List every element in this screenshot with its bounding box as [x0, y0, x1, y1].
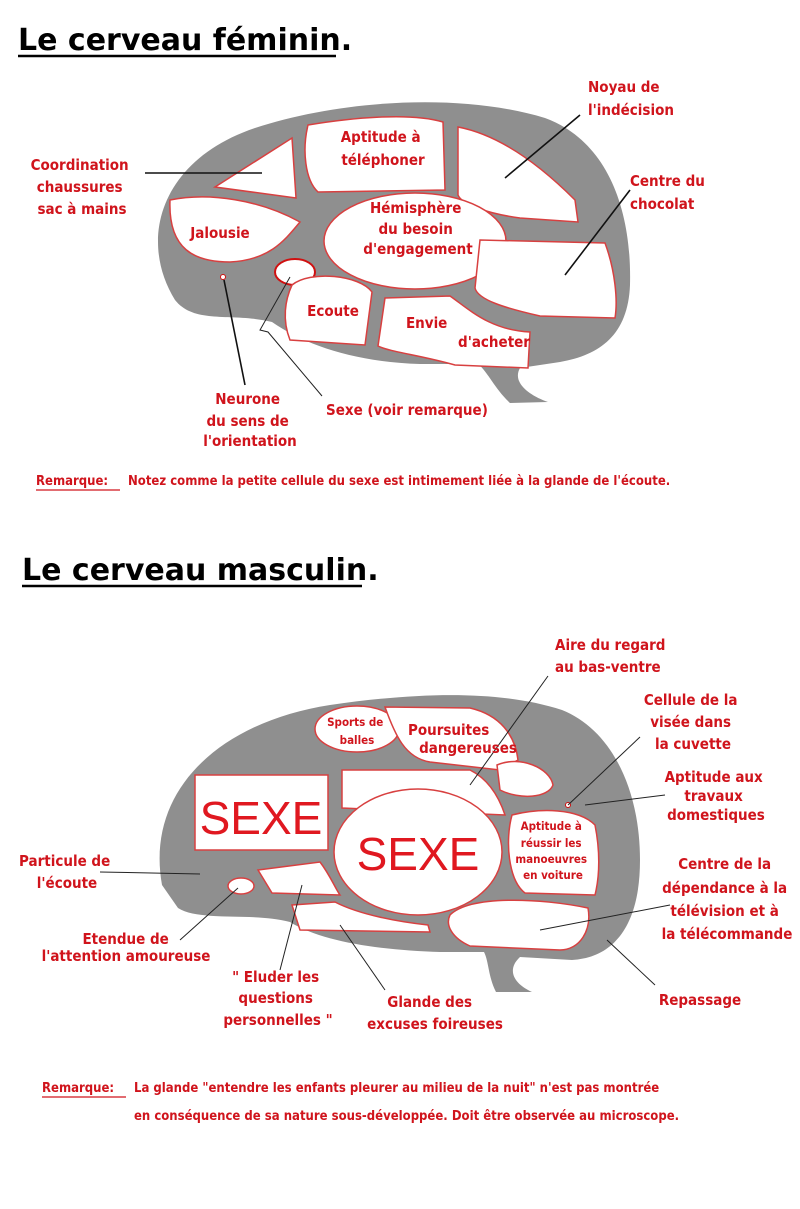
- label-glande: Glande des excuses foireuses: [367, 993, 503, 1033]
- label-particule: Particule de l'écoute: [19, 852, 115, 892]
- pointer-eluder: [279, 884, 303, 971]
- label-repassage: Repassage: [659, 991, 741, 1009]
- label-cuvette: Cellule de la visée dans la cuvette: [644, 691, 742, 753]
- pointer-glande: [339, 924, 386, 991]
- pointer-etendue: [179, 887, 239, 941]
- label-manoeuvres: Aptitude à réussir les manoeuvres en voi…: [515, 819, 590, 882]
- region-glande: [290, 901, 431, 933]
- pointer-travaux: [584, 794, 666, 806]
- label-acheter: Envie d'acheter: [406, 314, 530, 351]
- female-remark-text: Notez comme la petite cellule du sexe es…: [128, 474, 670, 489]
- region-ecoute: [284, 275, 373, 346]
- region-upper-right: [496, 760, 554, 798]
- pointer-cuvette: [567, 736, 641, 806]
- region-particule: [227, 877, 255, 895]
- label-sexe: Sexe (voir remarque): [326, 401, 488, 419]
- neurone-dot: [220, 274, 226, 280]
- label-sexe-rect: SEXE: [200, 792, 323, 844]
- pointer-indecision: [504, 114, 581, 179]
- pointer-sexe: [259, 276, 323, 397]
- pointer-regard: [469, 675, 549, 786]
- female-title: Le cerveau féminin.: [18, 23, 352, 58]
- label-sexe-ellipse: SEXE: [357, 828, 480, 880]
- male-section: Le cerveau masculin. Aire du regard: [19, 553, 792, 1124]
- region-manoeuvres: [507, 809, 600, 896]
- label-travaux: Aptitude aux travaux domestiques: [665, 768, 768, 824]
- female-section: Le cerveau féminin. Coordination chaussu…: [18, 23, 710, 491]
- label-sports: Sports de balles: [327, 715, 387, 747]
- label-poursuites: Poursuites dangereuses: [408, 721, 517, 757]
- region-eluder: [256, 861, 342, 896]
- label-engagement: Hémisphère du besoin d'engagement: [363, 199, 473, 258]
- label-indecision: Noyau de l'indécision: [588, 78, 674, 119]
- label-etendue: Etendue de l'attention amoureuse: [42, 930, 211, 965]
- male-remark-text: La glande "entendre les enfants pleurer …: [134, 1081, 679, 1124]
- female-brain: [158, 102, 631, 404]
- male-title: Le cerveau masculin.: [22, 553, 379, 588]
- label-regard: Aire du regard au bas-ventre: [555, 636, 670, 676]
- region-acheter: [377, 295, 531, 369]
- label-chocolat: Centre du chocolat: [630, 172, 710, 213]
- label-coordination: Coordination chaussures sac à mains: [31, 156, 134, 218]
- region-sexe-ellipse: [333, 788, 503, 916]
- male-brain: [159, 695, 640, 992]
- label-television: Centre de la dépendance à la télévision …: [662, 855, 793, 943]
- region-coordination: [212, 136, 297, 199]
- label-telephone: Aptitude à téléphoner: [341, 128, 426, 169]
- label-jalousie: Jalousie: [189, 224, 249, 242]
- pointer-neurone: [223, 279, 246, 386]
- region-sexe-rect: [194, 774, 329, 851]
- male-remark-label: Remarque:: [42, 1081, 114, 1096]
- pointer-chocolat: [564, 189, 631, 276]
- region-jalousie: [169, 196, 302, 263]
- pointer-television: [539, 904, 671, 931]
- label-neurone: Neurone du sens de l'orientation: [203, 390, 297, 450]
- pointer-particule: [99, 871, 201, 875]
- region-television: [447, 899, 590, 951]
- label-ecoute: Ecoute: [307, 302, 359, 320]
- pointer-repassage: [606, 939, 656, 986]
- female-remark-label: Remarque:: [36, 474, 108, 489]
- label-eluder: " Eluder les questions personnelles ": [223, 968, 332, 1029]
- region-chocolat: [474, 239, 617, 319]
- region-telephone: [304, 115, 446, 193]
